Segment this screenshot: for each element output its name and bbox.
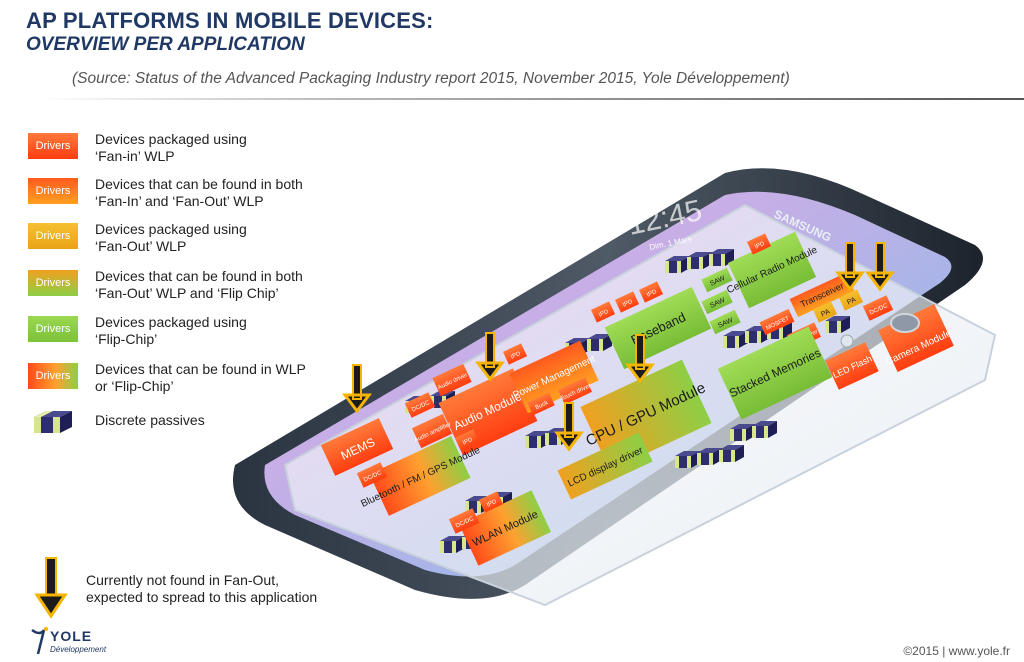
header-divider (40, 98, 1024, 100)
chip-pa: PA PA (812, 289, 864, 323)
legend-text: Devices that can be found in both‘Fan-In… (95, 176, 303, 209)
chip-audio-driver: Audio driver (432, 363, 472, 397)
chip-dcdc-2: DC/DC (356, 462, 388, 488)
source-note: (Source: Status of the Advanced Packagin… (72, 70, 790, 87)
legend-swatch: Drivers (28, 363, 78, 389)
legend-text: Devices packaged using‘Flip-Chip’ (95, 314, 247, 347)
legend-swatch: Drivers (28, 133, 78, 159)
page-title: AP PLATFORMS IN MOBILE DEVICES: (26, 8, 434, 33)
chip-ipd-1: IPD (502, 343, 528, 365)
svg-text:Buck: Buck (535, 400, 551, 411)
legend-swatch: Drivers (28, 316, 78, 342)
chip-camera-module: Camera Module (878, 304, 954, 372)
logo-name: YOLE (50, 628, 93, 644)
legend-text: Discrete passives (95, 412, 205, 428)
chip-audio-module: Audio Module (438, 368, 538, 456)
chip-mems: MEMS (320, 418, 394, 476)
chip-dcdc-camera: DC/DC (862, 295, 894, 321)
legend-swatch: Drivers (28, 223, 78, 249)
passive-icon (34, 411, 72, 433)
svg-text:IPD: IPD (510, 351, 522, 361)
chip-buck: Buck (527, 392, 555, 416)
svg-text:IPD: IPD (754, 241, 766, 251)
arrow-legend-text: Currently not found in Fan-Out, expected… (86, 572, 318, 605)
phone-illustration: SAMSUNG 12:45 Dim. 1 Mars MEMS Audio Mod… (233, 168, 997, 607)
chip-dcdc-3: DC/DC (448, 508, 480, 534)
arrow-legend-icon (34, 557, 68, 619)
svg-text:IPD: IPD (598, 309, 610, 319)
svg-text:PA: PA (846, 296, 857, 306)
footer-copyright: ©2015 | www.yole.fr (903, 644, 1010, 658)
chip-ipd-group: IPD IPD IPD (590, 281, 664, 323)
svg-text:PA: PA (820, 308, 831, 318)
legend-swatch: Drivers (28, 178, 78, 204)
svg-text:IPD: IPD (646, 289, 658, 299)
chip-led-flash: LED Flash (825, 334, 879, 390)
svg-text:IPD: IPD (622, 299, 634, 309)
svg-text:IPD: IPD (462, 437, 474, 447)
legend-swatch: Drivers (28, 270, 78, 296)
svg-text:IPD: IPD (486, 499, 498, 509)
legend-text: Devices that can be found in both‘Fan-Ou… (95, 268, 303, 301)
chip-ipd-bt: IPD (454, 429, 480, 451)
chip-power-management: Power Management (509, 340, 599, 414)
logo-subtitle: Développement (50, 645, 107, 654)
chip-saw: SAW SAW SAW (701, 267, 741, 335)
legend-text: Devices packaged using‘Fan-in’ WLP (95, 131, 247, 164)
chip-ipd-cellular: IPD (746, 233, 772, 255)
page-subtitle: OVERVIEW PER APPLICATION (26, 34, 305, 55)
chip-ipd-wlan: IPD (478, 491, 504, 513)
legend-text: Devices packaged using‘Fan-Out’ WLP (95, 221, 247, 254)
chip-dcdc-1: DC/DC (404, 392, 436, 418)
yole-logo-icon (31, 627, 48, 655)
